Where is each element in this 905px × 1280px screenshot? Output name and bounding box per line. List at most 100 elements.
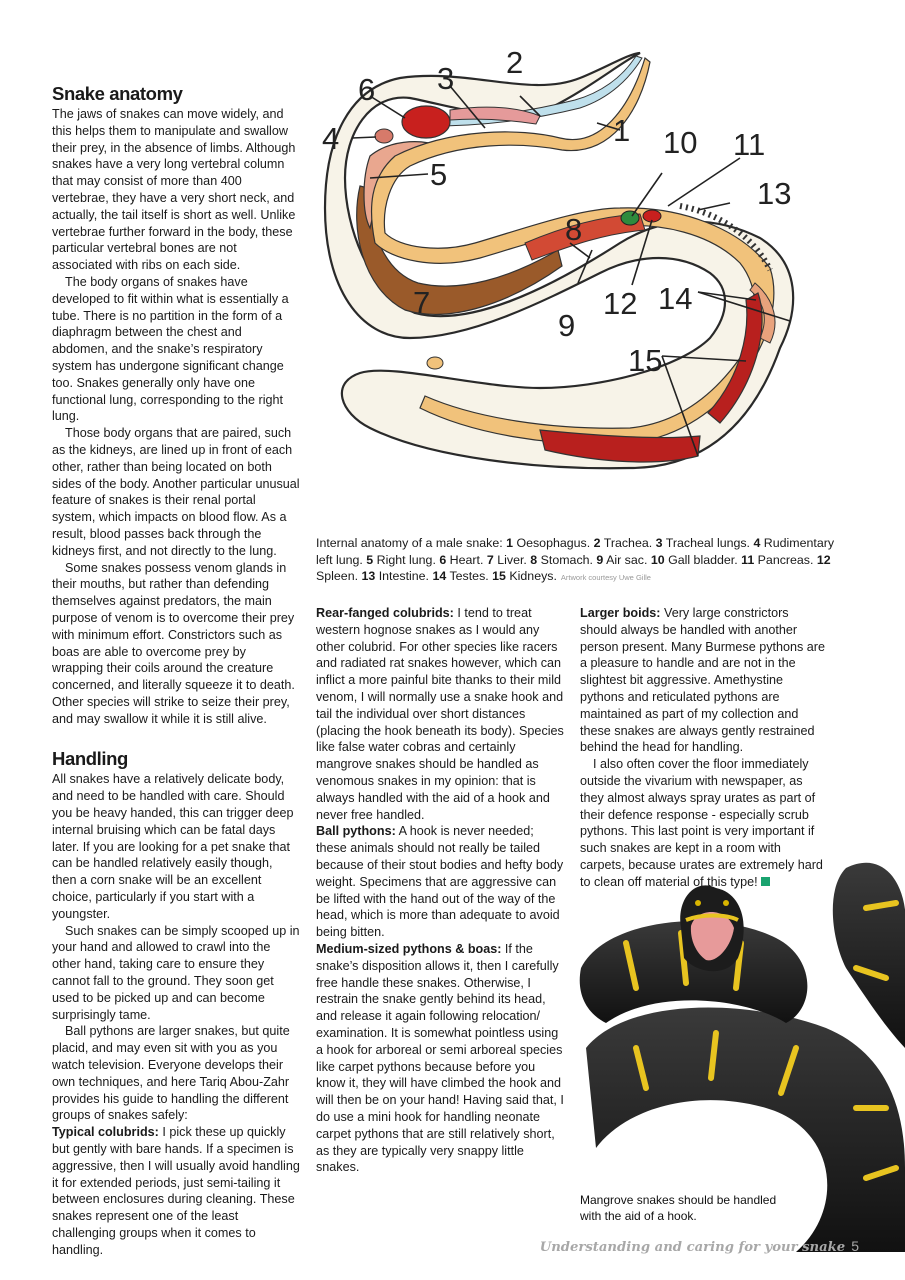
caption-item-number: 12 (816, 552, 831, 567)
diagram-label-10: 10 (663, 125, 697, 160)
larger-boids-label: Larger boids: (580, 606, 661, 620)
diagram-label-12: 12 (603, 286, 637, 321)
diagram-caption: Internal anatomy of a male snake: 1 Oeso… (316, 535, 836, 587)
diagram-label-4: 4 (322, 121, 339, 156)
caption-item-text: Kidneys. (505, 569, 557, 584)
diagram-label-7: 7 (413, 285, 430, 320)
caption-item-number: 5 (366, 552, 374, 567)
intestine-organ (679, 203, 773, 272)
caption-item-number: 4 (753, 536, 761, 550)
diagram-label-8: 8 (565, 212, 582, 247)
caption-item-number: 13 (361, 569, 376, 584)
caption-item-text: Air sac. (603, 552, 651, 567)
liver-organ (356, 185, 563, 315)
handling-paragraph: Ball pythons are larger snakes, but quit… (52, 1024, 290, 1123)
caption-item-text: Tracheal lungs. (662, 536, 754, 550)
final-paragraph: I also often cover the floor immediately… (580, 757, 823, 889)
diagram-label-15: 15 (628, 343, 662, 378)
typical-colubrids-text: I pick these up quickly but gently with … (52, 1125, 300, 1257)
diagram-label-6: 6 (358, 72, 375, 107)
snake-coil-front (579, 921, 808, 1023)
left-column: Snake anatomy The jaws of snakes can mov… (52, 82, 300, 1259)
caption-item-text: Gall bladder. (664, 552, 742, 567)
end-mark-icon (760, 876, 770, 886)
diagram-label-2: 2 (506, 45, 523, 80)
caption-item-text: Pancreas. (754, 552, 817, 567)
head-yellow-lip (685, 913, 739, 922)
rear-fanged-text: I tend to treat western hognose snakes a… (316, 606, 564, 822)
medium-pythons-label: Medium-sized pythons & boas: (316, 941, 502, 956)
page-number: 5 (851, 1238, 859, 1254)
kidney-organ-upper (707, 292, 763, 424)
mangrove-snake-photo (579, 862, 905, 1252)
ball-pythons-label: Ball pythons: (316, 824, 396, 839)
caption-item-number: 1 (506, 536, 514, 550)
caption-item-number: 3 (655, 536, 663, 550)
photo-caption: Mangrove snakes should be handled with t… (580, 1193, 777, 1223)
stomach-organ (524, 213, 646, 261)
handling-paragraph: Such snakes can be simply scooped up in … (52, 923, 300, 1022)
footer-title: Understanding and caring for your snake (539, 1240, 846, 1255)
caption-item-number: 2 (593, 536, 601, 550)
yellow-bands (623, 900, 899, 1181)
diagram-label-14: 14 (658, 281, 692, 316)
middle-column: Rear-fanged colubrids: I tend to treat w… (316, 605, 566, 1176)
cloaca-marker (426, 356, 444, 370)
anatomy-paragraph: The jaws of snakes can move widely, and … (52, 107, 296, 273)
heading-handling: Handling (52, 748, 128, 770)
caption-item-number: 8 (530, 552, 538, 567)
snake-eye (695, 900, 701, 906)
snake-anatomy-diagram: 1 2 3 4 5 6 7 8 9 10 11 12 13 14 15 (322, 45, 795, 470)
snake-body-outline (323, 51, 795, 470)
caption-item-number: 11 (741, 552, 755, 567)
caption-item-text: Trachea. (600, 536, 656, 550)
caption-item-text: Stomach. (537, 552, 597, 567)
caption-item-number: 15 (492, 569, 506, 584)
larger-boids-paragraph: Larger boids: Very large constrictors sh… (580, 605, 825, 756)
handling-paragraph: All snakes have a relatively delicate bo… (52, 772, 294, 921)
caption-item-text: Liver. (493, 552, 531, 567)
larger-boids-text: Very large constrictors should always be… (580, 606, 826, 755)
typical-colubrids-label: Typical colubrids: (52, 1125, 159, 1140)
medium-pythons-paragraph: Medium-sized pythons & boas: If the snak… (316, 941, 566, 1176)
left-lung-organ (374, 128, 394, 144)
caption-item-text: Intestine. (375, 569, 433, 584)
rear-fanged-paragraph: Rear-fanged colubrids: I tend to treat w… (316, 605, 566, 823)
right-column: Larger boids: Very large constrictors sh… (580, 605, 825, 891)
heading-snake-anatomy: Snake anatomy (52, 83, 183, 104)
artwork-credit: Artwork courtesy Uwe Gille (560, 573, 651, 583)
leader-lines (351, 85, 791, 457)
caption-items: 1 Oesophagus. 2 Trachea. 3 Tracheal lung… (316, 536, 834, 583)
caption-item-text: Oesophagus. (513, 536, 594, 550)
anatomy-paragraph: Some snakes possess venom glands in thei… (52, 560, 295, 726)
diagram-label-1: 1 (613, 113, 630, 148)
page-footer: Understanding and caring for your snake 5 (540, 1238, 859, 1255)
diagram-label-9: 9 (558, 308, 575, 343)
tracheal-lungs-organ (449, 106, 541, 125)
heart-organ (401, 105, 451, 139)
anatomy-paragraph: The body organs of snakes have developed… (52, 274, 289, 424)
diagram-label-11: 11 (733, 127, 765, 162)
medium-pythons-text: If the snake’s disposition allows it, th… (316, 941, 564, 1175)
rear-fanged-label: Rear-fanged colubrids: (316, 606, 454, 620)
typical-colubrids-paragraph: Typical colubrids: I pick these up quick… (52, 1124, 300, 1258)
caption-item-text: Rudimentary left lung. (316, 536, 835, 567)
ball-pythons-text: A hook is never needed; these animals sh… (316, 824, 564, 940)
caption-item-number: 6 (439, 552, 447, 567)
caption-item-number: 14 (432, 569, 447, 584)
snake-coil-back (832, 862, 905, 1048)
diagram-label-5: 5 (430, 157, 447, 192)
caption-item-text: Heart. (446, 552, 487, 567)
caption-item-number: 9 (596, 552, 604, 567)
anatomy-paragraph: Those body organs that are paired, such … (52, 426, 300, 558)
caption-item-text: Testes. (446, 569, 493, 584)
caption-item-text: Right lung. (373, 552, 440, 567)
diagram-label-13: 13 (757, 176, 791, 211)
snake-eye (723, 900, 729, 906)
caption-item-text: Spleen. (316, 569, 362, 584)
snake-open-mouth (690, 912, 734, 961)
ball-pythons-paragraph: Ball pythons: A hook is never needed; th… (316, 823, 566, 941)
caption-item-number: 7 (486, 552, 494, 567)
caption-lead: Internal anatomy of a male snake: (316, 536, 507, 550)
caption-item-number: 10 (650, 552, 665, 567)
